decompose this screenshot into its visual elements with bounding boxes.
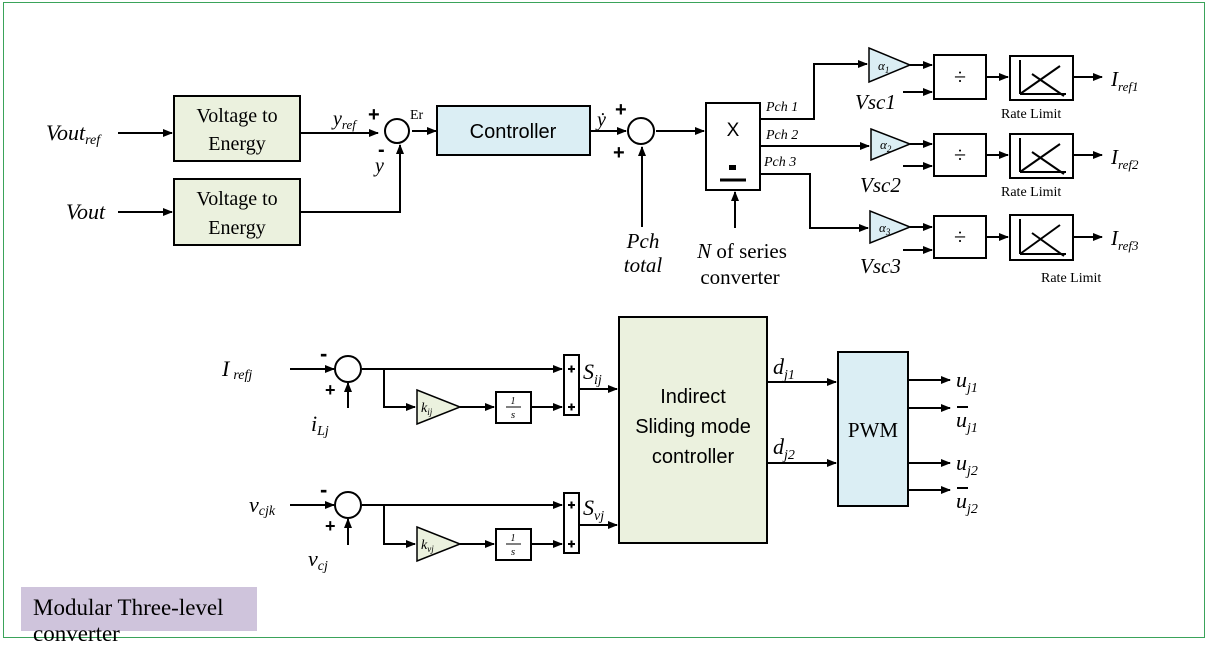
gain-alpha2 (870, 127, 913, 162)
yref-label: yref (331, 108, 358, 132)
alpha2-label: α2 (880, 137, 892, 154)
gain-alpha3 (869, 209, 913, 245)
controller-label: Controller (470, 121, 557, 143)
v2e2-line2: Energy (208, 217, 265, 239)
error-label: Er (410, 108, 424, 123)
sum1-plus: + (368, 104, 380, 126)
integrator-2-den: s (511, 546, 515, 558)
v2e1-line1: Voltage to (196, 105, 277, 127)
sum3-plus: + (325, 380, 336, 400)
sum2-plus-top: + (615, 99, 627, 121)
kij-label: kij (421, 401, 433, 417)
vcjk-label: vcjk (249, 492, 276, 519)
sij-label: Sij (583, 359, 602, 388)
uj2-bar-label: uj2 (956, 488, 978, 517)
integrator-2 (495, 528, 532, 561)
v2e2-line1: Voltage to (196, 188, 277, 210)
rate-limit-block-2 (1009, 133, 1074, 179)
vcj-label: vcj (308, 546, 328, 574)
diagram-frame (3, 2, 1205, 638)
sum-junction-3 (334, 355, 362, 383)
divide-icon-1: ÷ (954, 64, 966, 89)
v2e1-line2: Energy (208, 133, 265, 155)
rate-limit-label-1: Rate Limit (1001, 107, 1061, 122)
caption-box: Modular Three-level converter (21, 587, 257, 646)
alpha3-label: α3 (879, 220, 891, 237)
uj1-label: uj1 (956, 367, 978, 396)
divide-block-3 (933, 215, 987, 259)
voltage-to-energy-block-2 (173, 178, 301, 246)
pch-total-line2: total (624, 253, 663, 277)
iLj-label: iLj (311, 411, 329, 439)
ismc-line3: controller (652, 446, 735, 468)
rate-limit-label-2: Rate Limit (1001, 185, 1061, 200)
sum-block-sij (563, 354, 580, 416)
divide-icon-3: ÷ (954, 224, 966, 249)
y-feedback-label: y (373, 155, 384, 177)
ismc-line1: Indirect (660, 386, 726, 408)
divide-block-1 (933, 54, 987, 100)
voltage-to-energy-block-1 (173, 95, 301, 162)
sum-junction-4 (334, 491, 362, 519)
iref2-label: Iref2 (1110, 145, 1139, 172)
ydot-label: ẏ (595, 109, 606, 131)
vout-ref-label: Voutref (46, 120, 102, 148)
integrator-2-num: 1 (511, 533, 516, 544)
divide-icon-2: ÷ (954, 142, 966, 167)
ismc-line2: Sliding mode (635, 416, 751, 438)
sum-junction-2 (627, 117, 655, 145)
integrator-1 (495, 391, 532, 424)
gain-alpha1 (868, 46, 912, 84)
kvj-label: kvj (421, 538, 434, 554)
n-series-line1: N of series (696, 239, 787, 263)
uj2-label: uj2 (956, 450, 978, 479)
integrator-1-den: s (511, 409, 515, 421)
multiply-divide-block (705, 102, 761, 191)
svj-label: Svj (583, 495, 604, 524)
divide-block-2 (933, 133, 987, 177)
rate-limit-block-3 (1009, 214, 1074, 261)
multiply-icon: X (727, 120, 740, 141)
dj1-label: dj1 (773, 354, 795, 383)
alpha1-label: α1 (878, 58, 889, 75)
pch2-label: Pch 2 (765, 128, 798, 143)
pwm-label: PWM (848, 418, 899, 442)
caption-text: Modular Three-level converter (33, 595, 224, 646)
sum3-minus: - (320, 341, 327, 366)
sum2-plus-bottom: + (613, 142, 625, 164)
rate-limit-label-3: Rate Limit (1041, 271, 1101, 286)
sum1-minus: - (378, 139, 385, 161)
sum4-plus: + (325, 516, 336, 536)
vsc2-label: Vsc2 (860, 173, 901, 197)
iref3-label: Iref3 (1110, 226, 1139, 253)
indirect-sliding-mode-controller-block (618, 316, 768, 544)
gain-kvj (416, 525, 463, 563)
dj2-label: dj2 (773, 434, 795, 463)
pch-total-line1: Pch (626, 229, 660, 253)
vsc1-label: Vsc1 (855, 90, 896, 114)
sum-junction-1 (384, 118, 410, 144)
gain-kij (416, 388, 463, 426)
vsc3-label: Vsc3 (860, 254, 901, 278)
uj1-bar-label: uj1 (956, 407, 978, 436)
pch3-label: Pch 3 (763, 155, 796, 170)
sum-block-svj (563, 492, 580, 554)
controller-block (436, 105, 591, 156)
pch1-label: Pch 1 (765, 100, 798, 115)
divide-dot-icon (729, 165, 736, 170)
pwm-block (837, 351, 909, 507)
n-series-line2: converter (700, 265, 779, 289)
sum4-minus: - (320, 477, 327, 502)
iref1-label: Iref1 (1110, 67, 1138, 94)
integrator-1-num: 1 (511, 396, 516, 407)
rate-limit-block-1 (1009, 55, 1074, 101)
vout-label: Vout (66, 199, 106, 224)
